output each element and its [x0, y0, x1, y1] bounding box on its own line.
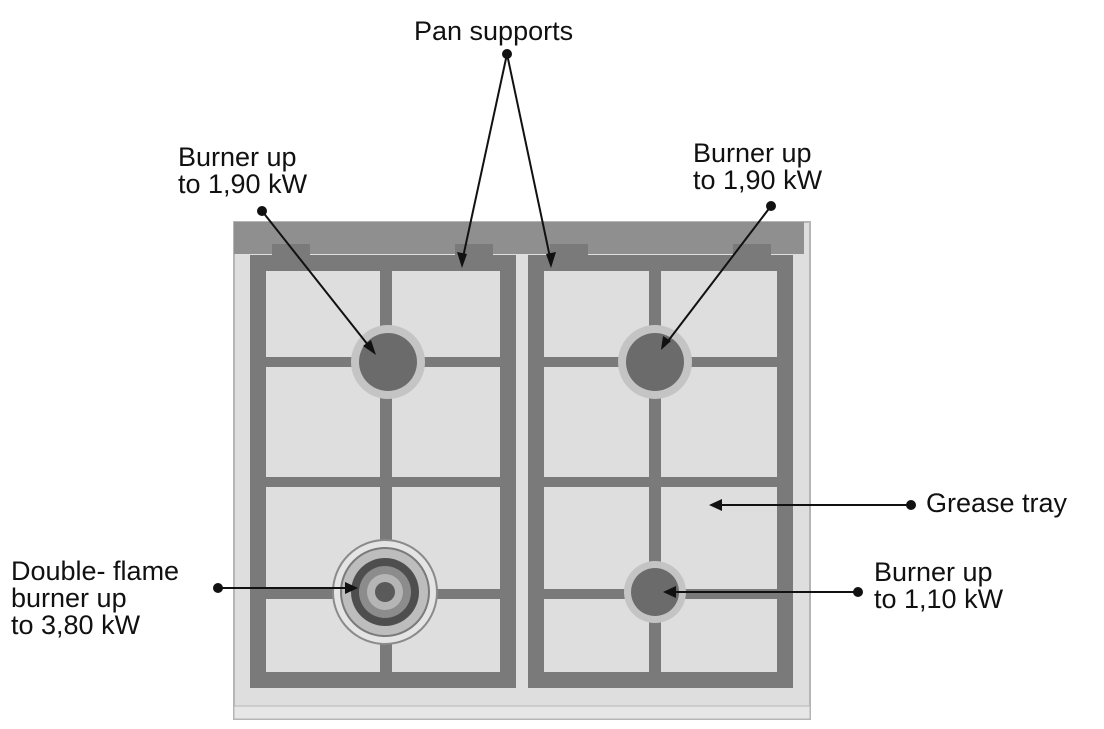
label-line: to 1,90 kW: [693, 165, 823, 195]
hob-back-rail: [234, 222, 804, 254]
label-line: burner up: [11, 583, 127, 613]
label-line: to 1,10 kW: [874, 584, 1004, 614]
leader-lines: [218, 53, 911, 593]
double-flame-burner: [332, 539, 438, 645]
label-line: Burner up: [178, 142, 297, 172]
label-burner-top-left: Burner up to 1,90 kW: [178, 144, 307, 198]
label-line: Burner up: [693, 138, 812, 168]
hob-surface: [233, 221, 811, 720]
label-line: Grease tray: [926, 488, 1068, 518]
leader-arrowheads: [345, 252, 722, 598]
label-burner-top-right: Burner up to 1,90 kW: [693, 140, 822, 194]
hob-front-edge: [233, 705, 811, 720]
label-line: Burner up: [874, 557, 993, 587]
label-line: to 3,80 kW: [11, 610, 141, 640]
label-double-flame-burner: Double- flame burner up to 3,80 kW: [11, 558, 179, 639]
label-line: Pan supports: [414, 16, 574, 46]
burner-bottom-right: [624, 561, 686, 623]
label-grease-tray: Grease tray: [926, 490, 1067, 517]
label-line: to 1,90 kW: [178, 169, 308, 199]
burner-top-right: [618, 325, 692, 399]
label-burner-bottom-right: Burner up to 1,10 kW: [874, 559, 1003, 613]
leader-dots: [213, 49, 916, 597]
label-line: Double- flame: [11, 556, 180, 586]
label-pan-supports: Pan supports: [414, 18, 573, 45]
